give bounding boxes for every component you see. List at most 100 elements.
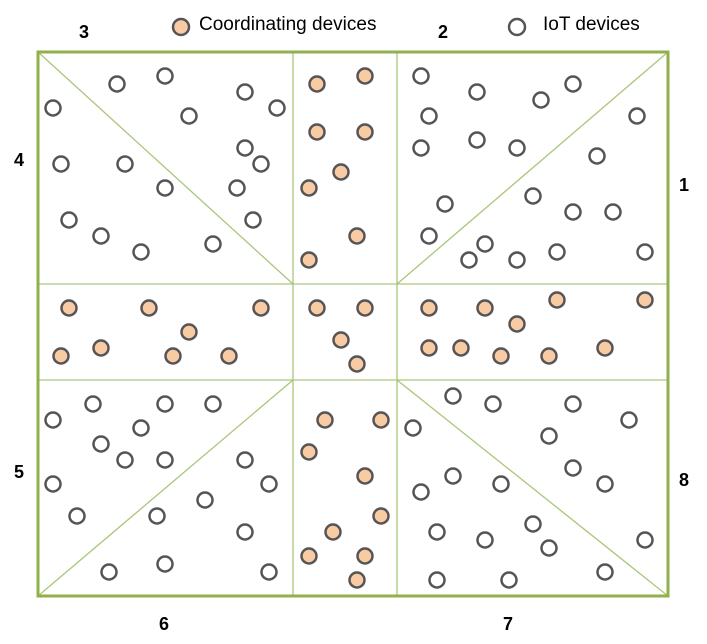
iot-device-node [156,395,174,413]
legend-iot-marker [507,17,527,37]
coordinating-device-node [308,75,326,93]
coordinating-device-node [300,251,318,269]
coordinating-device-node [300,179,318,197]
iot-device-node [92,227,110,245]
iot-device-node [548,243,566,261]
legend-coordinating-marker [171,17,191,37]
iot-device-node [244,211,262,229]
coordinating-device-node [332,331,350,349]
iot-device-node [268,99,286,117]
iot-device-node [108,75,126,93]
coordinating-device-node [548,291,566,309]
coordinating-device-node [92,339,110,357]
iot-device-node [620,411,638,429]
iot-device-node [508,251,526,269]
coordinating-device-node [508,315,526,333]
iot-device-node [180,107,198,125]
coordinating-device-node [356,467,374,485]
iot-device-node [412,483,430,501]
iot-device-node [588,147,606,165]
iot-device-node [412,67,430,85]
region-number-8: 8 [679,470,689,490]
coordinating-device-node [476,299,494,317]
iot-device-node [44,99,62,117]
iot-device-node [428,571,446,589]
coordinating-device-node [308,123,326,141]
iot-device-node [52,155,70,173]
coordinating-device-node [348,355,366,373]
iot-device-node [420,227,438,245]
iot-device-node [596,563,614,581]
iot-device-node [596,475,614,493]
coordinating-device-node [332,163,350,181]
coordinating-device-node [316,411,334,429]
iot-device-node [132,243,150,261]
iot-device-node [564,75,582,93]
coordinating-device-node [452,339,470,357]
coordinating-device-node [60,299,78,317]
region-number-4: 4 [14,150,24,170]
iot-device-node [564,203,582,221]
iot-device-node [84,395,102,413]
coordinating-device-node [324,523,342,541]
diagonal-region-1-2 [396,51,669,285]
iot-device-node [260,475,278,493]
coordinating-device-node [540,347,558,365]
outer-frame [36,50,670,598]
iot-device-node [228,179,246,197]
iot-device-node [476,531,494,549]
iot-device-node [468,131,486,149]
iot-device-node [156,67,174,85]
region-number-7: 7 [503,614,513,634]
coordinating-device-node [420,299,438,317]
iot-device-node [204,395,222,413]
coordinating-device-node [492,347,510,365]
iot-device-node [148,507,166,525]
iot-device-node [468,83,486,101]
coordinating-device-node [140,299,158,317]
iot-device-node [540,427,558,445]
iot-device-node [116,451,134,469]
iot-device-node [204,235,222,253]
iot-device-node [60,211,78,229]
iot-device-node [540,539,558,557]
iot-device-node [564,459,582,477]
iot-device-node [236,83,254,101]
iot-device-node [236,451,254,469]
iot-device-node [236,139,254,157]
iot-device-node [460,251,478,269]
iot-device-node [444,467,462,485]
iot-device-node [532,91,550,109]
iot-device-node [156,451,174,469]
iot-device-node [524,515,542,533]
iot-device-node [236,523,254,541]
iot-device-node [92,435,110,453]
iot-device-node [508,139,526,157]
iot-device-node [68,507,86,525]
coordinating-device-node [356,547,374,565]
iot-device-node [412,139,430,157]
legend-iot-label: IoT devices [543,14,640,35]
coordinating-device-node [300,443,318,461]
iot-device-node [260,563,278,581]
coordinating-device-node [356,123,374,141]
iot-device-node [428,523,446,541]
region-number-6: 6 [159,614,169,634]
region-number-5: 5 [14,462,24,482]
iot-device-node [44,475,62,493]
iot-device-node [116,155,134,173]
legend: Coordinating devices IoT devices [171,14,640,37]
coordinating-device-node [308,299,326,317]
region-number-2: 2 [438,22,448,42]
coordinating-device-node [52,347,70,365]
iot-device-node [436,195,454,213]
iot-device-node [636,243,654,261]
coordinating-device-node [348,227,366,245]
coordinating-device-node [420,339,438,357]
iot-device-node [564,395,582,413]
region-number-3: 3 [79,22,89,42]
diagonal-region-7-8 [396,379,669,597]
diagonal-region-3-4 [37,51,294,285]
iot-device-node [484,395,502,413]
iot-device-node [100,563,118,581]
